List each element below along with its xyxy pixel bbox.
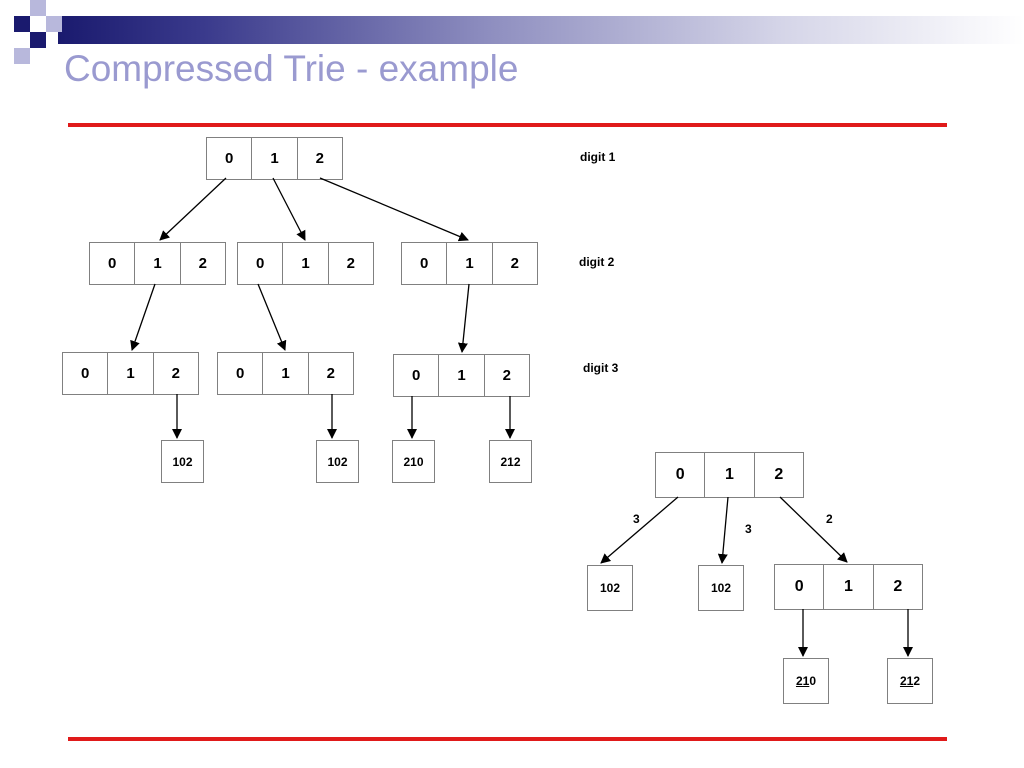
compressed-trie-root: 0 1 2 — [655, 452, 804, 498]
node-cell: 2 — [296, 138, 342, 179]
slide-title: Compressed Trie - example — [64, 48, 519, 89]
node-cell: 1 — [251, 138, 296, 179]
compressed-leaf: 102 — [698, 565, 744, 611]
edge-arrow — [159, 177, 227, 241]
trie-node-level3: 0 1 2 — [62, 352, 199, 395]
key-suffix: 2 — [913, 674, 921, 688]
node-cell: 1 — [262, 353, 307, 394]
node-cell: 0 — [235, 365, 245, 382]
node-cell: 0 — [107, 255, 117, 272]
node-cell: 1 — [282, 243, 327, 284]
edge-arrow — [272, 177, 306, 241]
trie-node-level3: 0 1 2 — [217, 352, 354, 395]
node-cell: 1 — [438, 355, 483, 396]
edge-label: 3 — [745, 522, 752, 536]
bottom-divider — [68, 737, 947, 741]
node-cell: 2 — [483, 355, 529, 396]
node-cell: 1 — [446, 243, 491, 284]
edge-label: 2 — [826, 512, 833, 526]
node-cell: 0 — [80, 365, 90, 382]
node-cell: 2 — [327, 243, 373, 284]
decor-square — [30, 0, 46, 16]
edge-arrow — [130, 283, 156, 351]
trie-leaf: 102 — [161, 440, 204, 483]
trie-node-level2: 0 1 2 — [401, 242, 538, 285]
node-cell: 0 — [419, 255, 429, 272]
top-divider — [68, 123, 947, 127]
trie-leaf: 102 — [316, 440, 359, 483]
trie-leaf: 210 — [392, 440, 435, 483]
node-cell: 0 — [255, 255, 265, 272]
trie-node-level2: 0 1 2 — [89, 242, 226, 285]
trie-node-level2: 0 1 2 — [237, 242, 374, 285]
edge-arrow — [457, 283, 470, 353]
node-cell: 1 — [823, 565, 872, 609]
edge-arrow — [717, 496, 729, 564]
key-prefix-underlined: 21 — [795, 674, 810, 688]
trie-node-root: 0 1 2 — [206, 137, 343, 180]
digit-label: digit 3 — [583, 361, 619, 375]
node-cell: 0 — [224, 150, 234, 167]
decor-square — [14, 48, 30, 64]
edge-arrow — [600, 496, 679, 564]
trie-node-level3: 0 1 2 — [393, 354, 530, 397]
header-gradient-bar — [58, 16, 1024, 44]
node-cell: 2 — [753, 453, 803, 497]
trie-leaf: 212 — [489, 440, 532, 483]
node-cell: 2 — [307, 353, 353, 394]
node-cell: 1 — [134, 243, 179, 284]
node-cell: 0 — [411, 367, 421, 384]
node-cell: 2 — [179, 243, 225, 284]
node-cell: 0 — [794, 578, 804, 595]
node-cell: 2 — [872, 565, 922, 609]
decor-square — [46, 16, 62, 32]
node-cell: 2 — [152, 353, 198, 394]
decor-square — [30, 32, 46, 48]
node-cell: 1 — [704, 453, 753, 497]
digit-label: digit 1 — [580, 150, 616, 164]
edge-label: 3 — [633, 512, 640, 526]
key-suffix: 0 — [809, 674, 817, 688]
decor-square — [14, 16, 30, 32]
digit-label: digit 2 — [579, 255, 615, 269]
node-cell: 1 — [107, 353, 152, 394]
node-cell: 0 — [675, 466, 685, 483]
edge-arrow — [319, 177, 469, 242]
key-prefix-underlined: 21 — [899, 674, 914, 688]
edge-arrow — [257, 283, 287, 351]
edge-arrow — [779, 496, 848, 563]
node-cell: 2 — [491, 243, 537, 284]
compressed-trie-node: 0 1 2 — [774, 564, 923, 610]
compressed-leaf: 102 — [587, 565, 633, 611]
